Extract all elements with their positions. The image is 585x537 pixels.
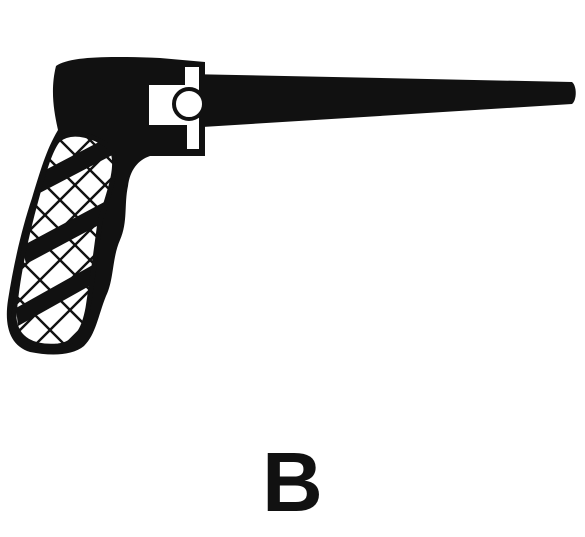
saw-blade: [186, 74, 576, 128]
clamp-screw: [172, 87, 206, 121]
figure-label: B: [262, 435, 323, 529]
